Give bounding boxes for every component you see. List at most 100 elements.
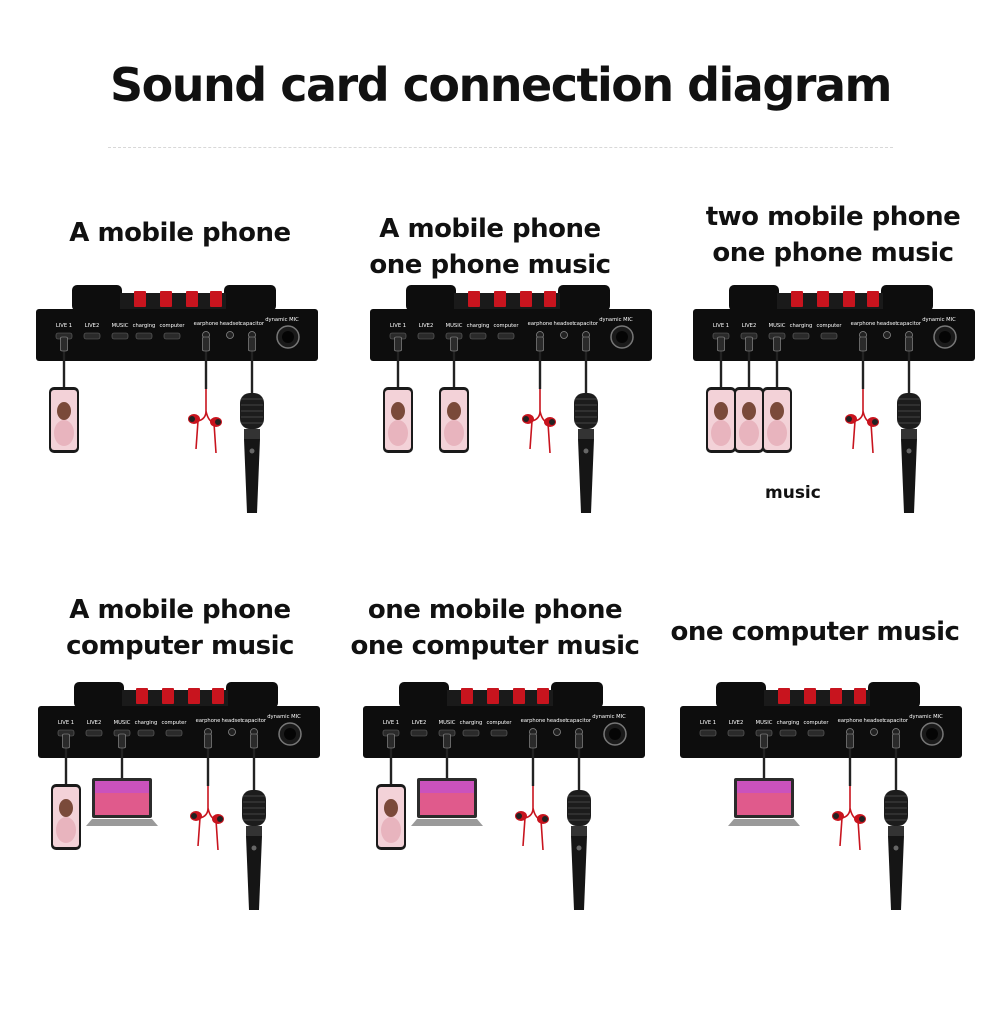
- caption-line: two mobile phone: [705, 202, 961, 232]
- usb-port: [727, 729, 745, 737]
- port-label: earphone: [196, 718, 221, 724]
- phone-photo: [714, 402, 728, 420]
- mic-neck: [578, 429, 594, 439]
- red-button: [544, 291, 556, 307]
- earbud-tip: [189, 416, 195, 422]
- cable-plug: [394, 336, 402, 352]
- cable-plug: [204, 733, 212, 749]
- usb-port: [163, 332, 181, 340]
- port-label: MUSIC: [114, 720, 131, 726]
- fader-strip: [454, 293, 560, 309]
- red-button: [843, 291, 855, 307]
- mic-jack-inner: [616, 331, 628, 343]
- cable-plug: [717, 336, 725, 352]
- cable-plug: [248, 336, 256, 352]
- earbud-tip: [215, 419, 221, 425]
- port-label: LIVE2: [87, 720, 102, 726]
- usb-port: [137, 729, 155, 737]
- port-label: LIVE 1: [713, 323, 729, 329]
- port-label: MUSIC: [769, 323, 786, 329]
- earphone-wire: [195, 389, 217, 454]
- mic-jack-inner: [609, 728, 621, 740]
- port-label: MUSIC: [756, 720, 773, 726]
- earbud-tip: [217, 816, 223, 822]
- fader-strip: [120, 293, 226, 309]
- cable-plug: [846, 733, 854, 749]
- cable-plug: [443, 733, 451, 749]
- port-label: dynamic MIC: [909, 714, 943, 720]
- port-label: MUSIC: [446, 323, 463, 329]
- red-button: [468, 291, 480, 307]
- earphone-icon: [190, 786, 224, 851]
- red-button: [513, 688, 525, 704]
- port-label: dynamic MIC: [592, 714, 626, 720]
- mic-logo: [251, 845, 257, 851]
- earphone-icon: [832, 786, 866, 851]
- port-label: LIVE 1: [383, 720, 399, 726]
- port-label: dynamic MIC: [267, 714, 301, 720]
- port-label: capacitor: [897, 321, 922, 327]
- red-button: [817, 291, 829, 307]
- port-label: headset: [877, 321, 898, 327]
- red-button: [854, 688, 866, 704]
- phone-icon: [706, 387, 736, 453]
- volume-knob: [551, 682, 603, 708]
- port-label: earphone: [521, 718, 546, 724]
- phone-photo: [447, 402, 461, 420]
- laptop-base: [411, 819, 483, 826]
- port-label: earphone: [838, 718, 863, 724]
- phone-photo: [54, 420, 74, 446]
- port-label: dynamic MIC: [599, 317, 633, 323]
- port-label: LIVE2: [729, 720, 744, 726]
- port-label: charging: [790, 323, 813, 329]
- microphone-icon: [242, 790, 266, 910]
- caption-line: one phone music: [369, 250, 611, 280]
- cable-plug: [62, 733, 70, 749]
- port-label: LIVE2: [419, 323, 434, 329]
- phone-photo: [59, 799, 73, 817]
- cable-plug: [575, 733, 583, 749]
- phone-icon: [762, 387, 792, 453]
- laptop-screen: [737, 781, 791, 793]
- volume-knob: [868, 682, 920, 708]
- mic-body: [901, 439, 917, 513]
- cable-plug: [118, 733, 126, 749]
- usb-port: [135, 332, 153, 340]
- port-label: LIVE 1: [700, 720, 716, 726]
- audio-jack: [870, 728, 878, 736]
- port-label: capacitor: [574, 321, 599, 327]
- caption-line: one phone music: [712, 238, 954, 268]
- port-label: computer: [816, 323, 842, 329]
- volume-knob: [716, 682, 766, 708]
- port-label: LIVE 1: [56, 323, 72, 329]
- earbud-tip: [872, 419, 878, 425]
- mic-logo: [893, 845, 899, 851]
- usb-port: [807, 729, 825, 737]
- phone-photo: [56, 817, 76, 843]
- port-label: charging: [135, 720, 158, 726]
- mic-body: [571, 836, 587, 910]
- volume-knob: [729, 285, 779, 311]
- mic-logo: [906, 448, 912, 454]
- red-button: [162, 688, 174, 704]
- volume-knob: [72, 285, 122, 311]
- usb-port: [462, 729, 480, 737]
- port-label: computer: [803, 720, 829, 726]
- port-label: computer: [493, 323, 519, 329]
- port-label: LIVE 1: [390, 323, 406, 329]
- volume-knob: [558, 285, 610, 311]
- earphone-icon: [188, 389, 222, 454]
- microphone-icon: [567, 790, 591, 910]
- red-button: [134, 291, 146, 307]
- red-button: [461, 688, 473, 704]
